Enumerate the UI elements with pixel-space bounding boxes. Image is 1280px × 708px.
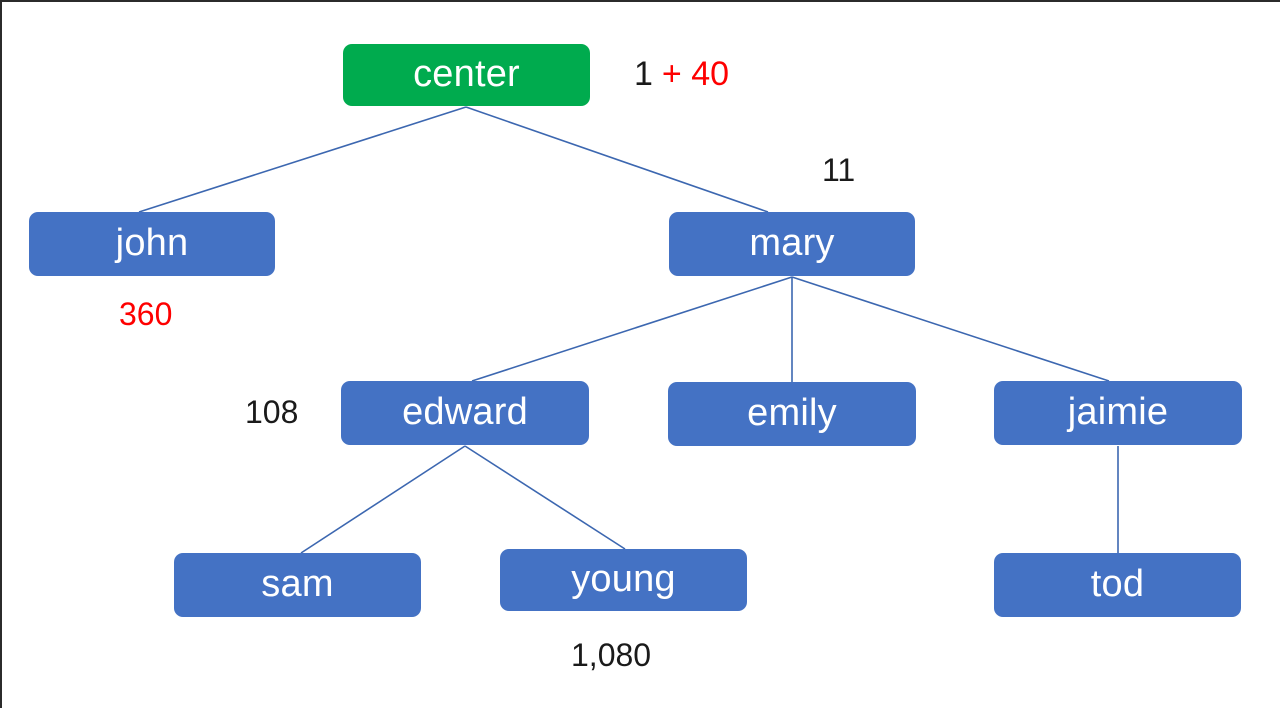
- node-sam[interactable]: sam: [174, 553, 421, 617]
- node-label-young: young: [571, 557, 676, 600]
- edge-edward-to-sam: [300, 445, 466, 554]
- node-tod[interactable]: tod: [994, 553, 1241, 617]
- edward-annotation-part-0: 108: [245, 394, 299, 430]
- node-label-center: center: [413, 52, 520, 95]
- mary-annotation: 11: [822, 154, 855, 186]
- edward-annotation: 108: [245, 396, 298, 428]
- node-label-tod: tod: [1090, 562, 1145, 605]
- edge-mary-to-edward: [471, 276, 793, 382]
- node-label-jaimie: jaimie: [1067, 390, 1169, 433]
- node-mary[interactable]: mary: [669, 212, 915, 276]
- center-annotation-part-1: + 40: [661, 55, 730, 93]
- node-label-sam: sam: [261, 562, 334, 605]
- center-annotation-part-0: 1: [634, 55, 653, 93]
- node-label-edward: edward: [402, 390, 528, 433]
- edge-mary-to-jaimie: [791, 276, 1110, 382]
- young-annotation: 1,080: [571, 639, 651, 671]
- mary-annotation-part-0: 11: [822, 152, 856, 188]
- john-annotation-part-0: 360: [119, 296, 173, 332]
- node-emily[interactable]: emily: [668, 382, 916, 446]
- young-annotation-part-0: 1,080: [571, 637, 652, 673]
- node-label-john: john: [115, 221, 189, 264]
- center-annotation: 1+ 40: [634, 57, 729, 91]
- node-label-mary: mary: [749, 221, 835, 264]
- john-annotation: 360: [119, 298, 172, 330]
- node-jaimie[interactable]: jaimie: [994, 381, 1242, 445]
- edge-center-to-mary: [465, 106, 769, 213]
- node-center[interactable]: center: [343, 44, 590, 106]
- node-label-emily: emily: [747, 391, 837, 434]
- node-edward[interactable]: edward: [341, 381, 589, 445]
- edge-edward-to-young: [464, 445, 626, 550]
- node-john[interactable]: john: [29, 212, 275, 276]
- edge-center-to-john: [138, 106, 467, 213]
- node-young[interactable]: young: [500, 549, 747, 611]
